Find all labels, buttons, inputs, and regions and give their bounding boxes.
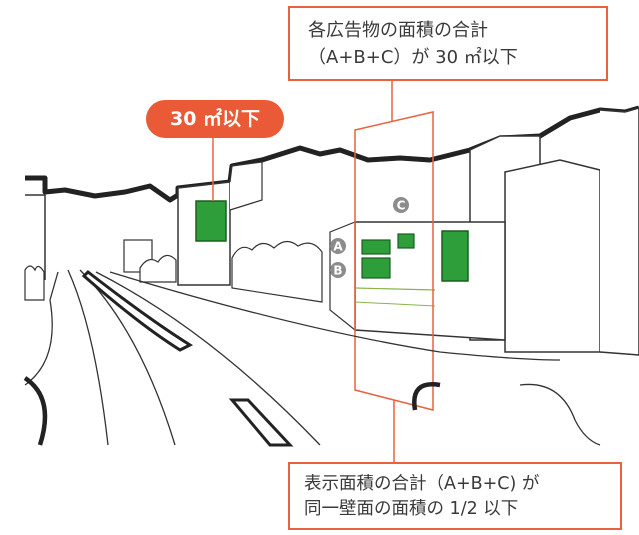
badge-b bbox=[330, 262, 346, 278]
total-area-callout-line1: 各広告物の面積の合計 bbox=[308, 20, 488, 41]
storefront-line bbox=[354, 287, 436, 291]
tall-building-2 bbox=[504, 159, 601, 353]
badge-b-label: B bbox=[333, 264, 342, 278]
badge-a bbox=[330, 238, 346, 254]
low-building bbox=[123, 239, 153, 273]
road-crosswalk bbox=[228, 398, 294, 447]
sign-d bbox=[441, 230, 469, 282]
sign-a bbox=[361, 239, 391, 255]
wall-ratio-callout-line2: 同一壁面の面積の 1/2 以下 bbox=[304, 499, 519, 519]
total-area-callout: 各広告物の面積の合計 （A+B+C）が 30 ㎡以下 bbox=[288, 6, 608, 81]
wall-plane-outline bbox=[354, 111, 434, 411]
road-edge-right bbox=[109, 271, 561, 361]
storefront-line-2 bbox=[354, 301, 436, 307]
badge-c bbox=[393, 197, 409, 213]
left-building bbox=[25, 194, 46, 280]
road-curb-left bbox=[23, 376, 48, 446]
road-lane-3 bbox=[95, 271, 321, 446]
road-edge-left bbox=[24, 271, 59, 386]
hedge bbox=[139, 240, 323, 303]
wall-ratio-callout-line1: 表示面積の合計（A+B+C) が bbox=[304, 474, 540, 494]
area-limit-pill: 30 ㎡以下 bbox=[146, 100, 284, 138]
road-corner-right-2 bbox=[519, 383, 601, 446]
road-median bbox=[81, 270, 194, 352]
example-sign bbox=[195, 200, 227, 242]
total-area-callout-line2: （A+B+C）が 30 ㎡以下 bbox=[308, 47, 518, 68]
sign-c bbox=[397, 233, 415, 249]
badge-c-label: C bbox=[397, 199, 406, 213]
sign-building-side bbox=[229, 161, 263, 211]
badge-a-label: A bbox=[333, 240, 343, 254]
wall-ratio-callout: 表示面積の合計（A+B+C) が 同一壁面の面積の 1/2 以下 bbox=[288, 462, 622, 530]
road-corner-right bbox=[412, 382, 441, 411]
road-lane-1 bbox=[67, 269, 109, 446]
sign-b bbox=[361, 257, 391, 279]
tall-building-3 bbox=[599, 107, 639, 356]
left-shrubs bbox=[24, 265, 45, 301]
